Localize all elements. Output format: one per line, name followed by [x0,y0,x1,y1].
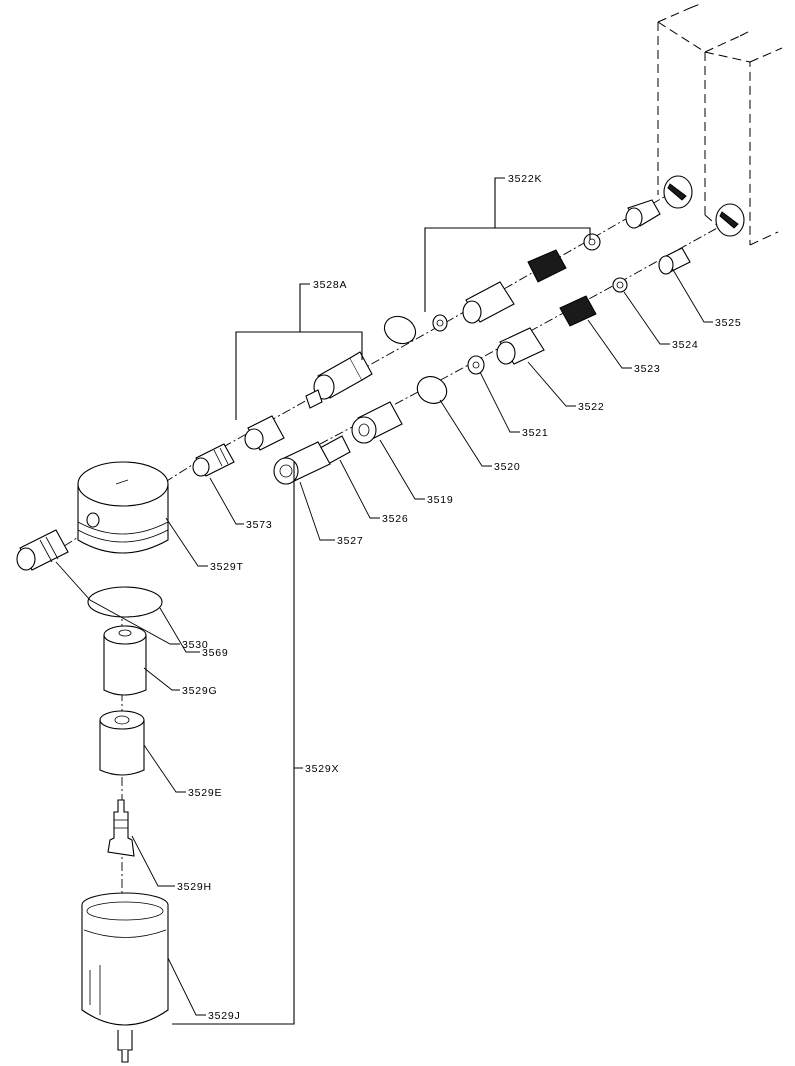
spring-upper [527,249,567,283]
label-3529H: 3529H [177,881,212,893]
fitting-3573 [192,443,235,477]
cylinder-upper [462,281,515,324]
mounting-blocks [657,3,783,246]
label-3573: 3573 [246,519,273,531]
label-3526: 3526 [382,513,409,525]
fitting-3519 [351,401,403,444]
bracket-3529X [172,462,303,1025]
bracket-3522K [424,177,591,312]
ring-3521 [467,355,485,375]
label-3523: 3523 [634,363,661,375]
hex-nut-3528A [244,415,285,451]
label-3524: 3524 [672,339,699,351]
wall-port-upper [663,175,693,209]
jar-3529J [81,892,169,1063]
label-3521: 3521 [522,427,549,439]
nozzle-upper [625,199,661,229]
label-3529T: 3529T [210,561,244,573]
sleeve-3529E [99,710,145,776]
inlet-fitting [16,529,69,571]
label-3527: 3527 [337,535,364,547]
bracket-3528A [235,283,363,420]
label-3520: 3520 [494,461,521,473]
label-3530: 3530 [182,639,209,651]
fitting-3528A [305,351,373,409]
label-3522: 3522 [578,401,605,413]
cylinder-3522 [496,327,545,365]
label-3528A: 3528A [313,279,347,291]
wall-port-lower [715,203,745,237]
label-3569: 3569 [202,647,229,659]
washer-3524 [612,277,628,293]
washer-upper [583,233,601,251]
oring-3520 [416,376,448,404]
label-3519: 3519 [427,494,454,506]
label-3525: 3525 [715,317,742,329]
oring-upper [383,315,417,345]
leader-lines [55,267,713,1016]
label-3529E: 3529E [188,787,222,799]
label-3529J: 3529J [208,1010,241,1022]
bowl-3529G [103,625,147,696]
label-3529X: 3529X [305,763,339,775]
nozzle-lower [658,247,691,275]
part-labels: 3522K 3528A 3525 3524 3523 3522 3521 352… [177,173,742,1022]
valve-stem-3529H [107,799,135,857]
spring-3523 [559,295,597,327]
label-3522K: 3522K [508,173,542,185]
oring-3569 [87,586,163,618]
small-ring-upper [432,314,448,332]
filter-head-3529T [77,461,169,554]
label-3529G: 3529G [182,685,218,697]
nut-3527 [273,441,331,485]
